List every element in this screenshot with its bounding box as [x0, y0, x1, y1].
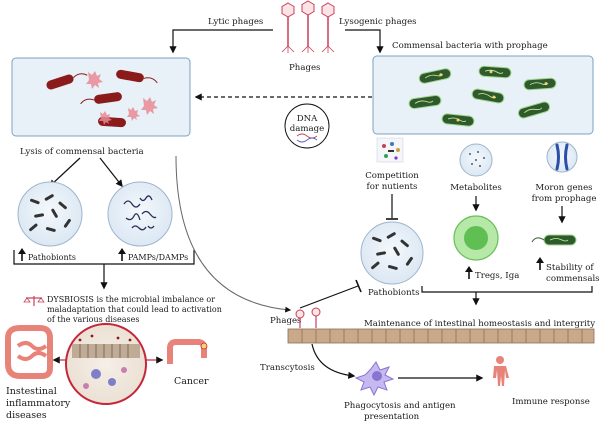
competition-icon — [376, 137, 404, 163]
stability-line2: commensals — [546, 274, 600, 284]
dysbiosis-line3: of the various diseases — [47, 315, 140, 324]
pathobionts-right-circle — [360, 221, 424, 285]
commensal-prophage-label: Commensal bacteria with prophage — [392, 41, 548, 51]
maintenance-label: Maintenance of intestinal homeostasis an… — [364, 319, 595, 329]
metabolites-label: Metabolites — [450, 183, 502, 193]
pathobionts-right-label: Pathobionts — [368, 288, 420, 298]
phages-top-icon — [281, 0, 335, 53]
scale-icon — [23, 296, 45, 306]
pamps-icon — [123, 195, 157, 231]
up-arrow-pathobionts-left-icon — [18, 248, 26, 261]
ibd-line2: inflammatory — [6, 398, 71, 409]
dysbiosis-line2: maladaptation that could lead to activat… — [47, 305, 222, 314]
competition-line2: for nutients — [367, 182, 418, 192]
inhibit-line-phages — [299, 285, 359, 309]
colon-cancer-icon — [167, 339, 208, 364]
up-arrow-stability-icon — [536, 257, 544, 270]
pathobionts-right-icon — [371, 232, 413, 270]
phago-line2: presentation — [364, 412, 420, 422]
arrow-lysis-to-phages — [175, 155, 292, 313]
up-arrow-pamps-icon — [118, 248, 126, 261]
transcytosis-label: Transcytosis — [260, 363, 315, 373]
ibd-line1: Instestinal — [6, 386, 57, 397]
human-figure-icon — [493, 356, 509, 386]
tregs-label: Tregs, Iga — [475, 271, 519, 281]
green-bacteria-icon — [408, 65, 557, 127]
moron-line2: from prophage — [532, 194, 597, 204]
phages-mid-icon — [295, 307, 321, 328]
moron-line1: Moron genes — [535, 183, 592, 193]
dna-damage-circle — [284, 103, 330, 149]
treg-nucleus — [464, 226, 488, 250]
stability-line1: Stability of — [546, 263, 594, 273]
immune-label: Immune response — [512, 397, 590, 407]
up-arrow-tregs-icon — [465, 266, 473, 279]
dysbiosis-line1: DYSBIOSIS is the microbial imbalance or — [47, 295, 215, 304]
competition-line1: Competition — [365, 171, 419, 181]
dendritic-cell-icon — [354, 361, 395, 397]
inhibit-bar-phages — [355, 279, 362, 293]
cancer-label: Cancer — [174, 376, 209, 387]
arrow-lytic — [169, 29, 273, 54]
arrow-transcytosis — [311, 343, 356, 379]
phages-top-label: Phages — [289, 63, 320, 73]
dna-damage-line2: damage — [290, 124, 324, 134]
chromosome-icon — [555, 143, 569, 171]
pathobionts-left-circle — [17, 181, 83, 247]
moron-circle — [546, 141, 578, 173]
stable-bacterium-icon — [531, 234, 577, 246]
arrow-lysogenic — [345, 29, 384, 54]
pathobionts-left-icon — [29, 194, 71, 232]
phages-mid-label: Phages — [270, 316, 301, 326]
dysbiosis-gut-circle — [65, 323, 147, 405]
lytic-label: Lytic phages — [208, 17, 263, 27]
lysed-bacteria-icon — [46, 69, 158, 128]
bracket-right — [421, 286, 593, 293]
phago-line1: Phagocytosis and antigen — [344, 401, 456, 411]
lysogenic-label: Lysogenic phages — [339, 17, 417, 27]
intestine-icon — [5, 325, 53, 379]
arrow-to-pamps — [99, 157, 123, 188]
lysis-label: Lysis of commensal bacteria — [20, 147, 144, 157]
pamps-label: PAMPs/DAMPs — [128, 253, 188, 262]
arrow-to-pathobionts — [48, 157, 81, 187]
dna-damage-line1: DNA — [297, 114, 318, 124]
metabolites-icon — [469, 151, 485, 167]
epithelium-strip — [287, 328, 595, 344]
ibd-line3: diseases — [6, 410, 47, 421]
gut-villi-icon — [72, 334, 140, 389]
pathobionts-left-label: Pathobionts — [28, 253, 76, 262]
dna-icon — [296, 133, 318, 143]
pamps-circle — [107, 181, 173, 247]
